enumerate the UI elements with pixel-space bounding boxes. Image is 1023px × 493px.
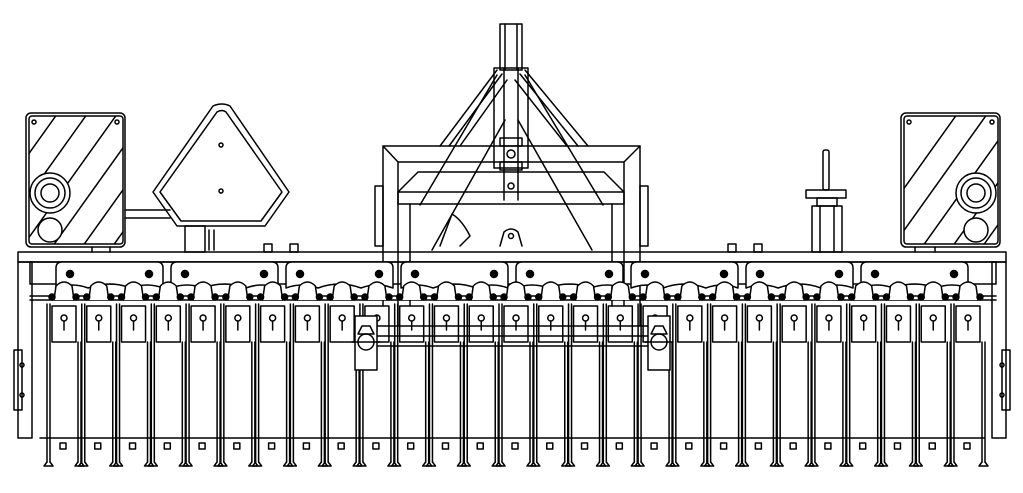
tines: [43, 281, 989, 467]
smv-triangle: [152, 103, 290, 227]
top-link-bracket: [493, 67, 529, 169]
tine-pair: [251, 281, 294, 467]
slow-moving-vehicle-sign: [152, 103, 290, 253]
right-warning-board: [900, 112, 1001, 253]
rotor-housings: [55, 261, 969, 289]
right-rear-light: [955, 172, 997, 243]
tine-pair: [217, 281, 259, 467]
rotor-housing: [170, 261, 279, 289]
tine-pair: [147, 281, 190, 467]
beam-bolts: [263, 243, 763, 253]
tine-pair: [877, 281, 920, 467]
tine-pair: [842, 281, 885, 467]
left-depth-adjuster: [351, 315, 381, 371]
tine-pair: [78, 281, 120, 467]
tine-pair: [773, 281, 815, 467]
main-beam: [17, 251, 1007, 263]
tine-pair: [286, 281, 329, 467]
rotor-housing: [55, 261, 164, 289]
rotor-housing: [515, 261, 624, 289]
left-warning-board-panel: [25, 112, 126, 248]
tine-pair: [182, 281, 224, 467]
right-warning-board-panel: [900, 112, 1001, 248]
tine-pair: [390, 281, 433, 467]
tine-pair: [669, 281, 711, 467]
tine-pair: [112, 281, 155, 467]
tine-pair: [564, 281, 607, 467]
three-point-hitch: [419, 23, 604, 251]
top-link-pin-tube: [499, 23, 523, 71]
tine-pair: [808, 281, 850, 467]
tine-pair: [912, 281, 954, 467]
tine-pair: [703, 281, 746, 467]
left-warning-board: [25, 112, 171, 253]
tine-pair: [738, 281, 781, 467]
rotor-housing: [860, 261, 969, 289]
left-rear-light: [29, 172, 71, 243]
tine-pair: [947, 281, 989, 467]
parking-stand: [805, 149, 847, 253]
rotor-housing: [745, 261, 854, 289]
right-depth-adjuster: [644, 315, 674, 371]
tine-pair: [43, 281, 85, 467]
